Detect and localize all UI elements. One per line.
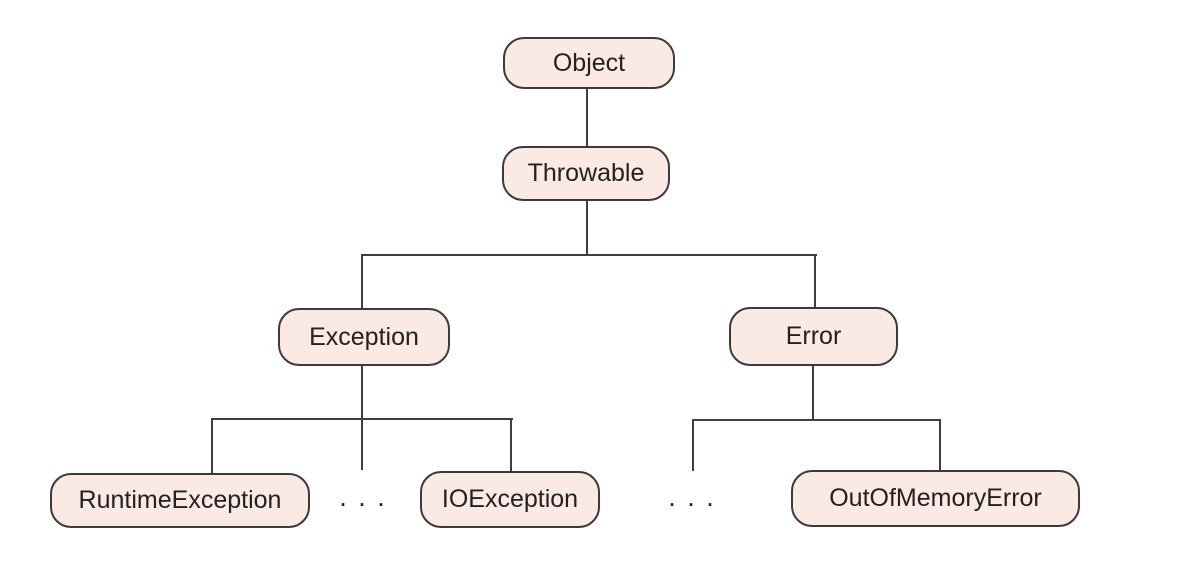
connector-to-error-ellipsis: [692, 419, 694, 471]
connector-to-exception-ellipsis: [361, 418, 363, 470]
connector-exception-trunk: [361, 366, 363, 419]
connector-error-children-horizontal: [692, 419, 941, 421]
connector-to-out-of-memory-error: [939, 419, 941, 470]
exception-ellipsis: . . .: [339, 481, 387, 512]
connector-to-error: [814, 254, 816, 307]
connector-throwable-trunk: [586, 201, 588, 255]
node-object: Object: [503, 37, 675, 89]
connector-error-trunk: [812, 366, 814, 420]
connector-to-exception: [361, 254, 363, 308]
node-out-of-memory-error: OutOfMemoryError: [791, 470, 1080, 527]
connector-level2-horizontal: [361, 254, 817, 256]
connector-to-io-exception: [510, 418, 512, 471]
connector-to-runtime-exception: [211, 418, 213, 473]
node-exception: Exception: [278, 308, 450, 366]
error-ellipsis: . . .: [668, 481, 716, 512]
connector-object-throwable: [586, 89, 588, 146]
node-error: Error: [729, 307, 898, 366]
node-io-exception: IOException: [420, 471, 600, 528]
node-runtime-exception: RuntimeException: [50, 473, 310, 528]
node-throwable: Throwable: [502, 146, 670, 201]
